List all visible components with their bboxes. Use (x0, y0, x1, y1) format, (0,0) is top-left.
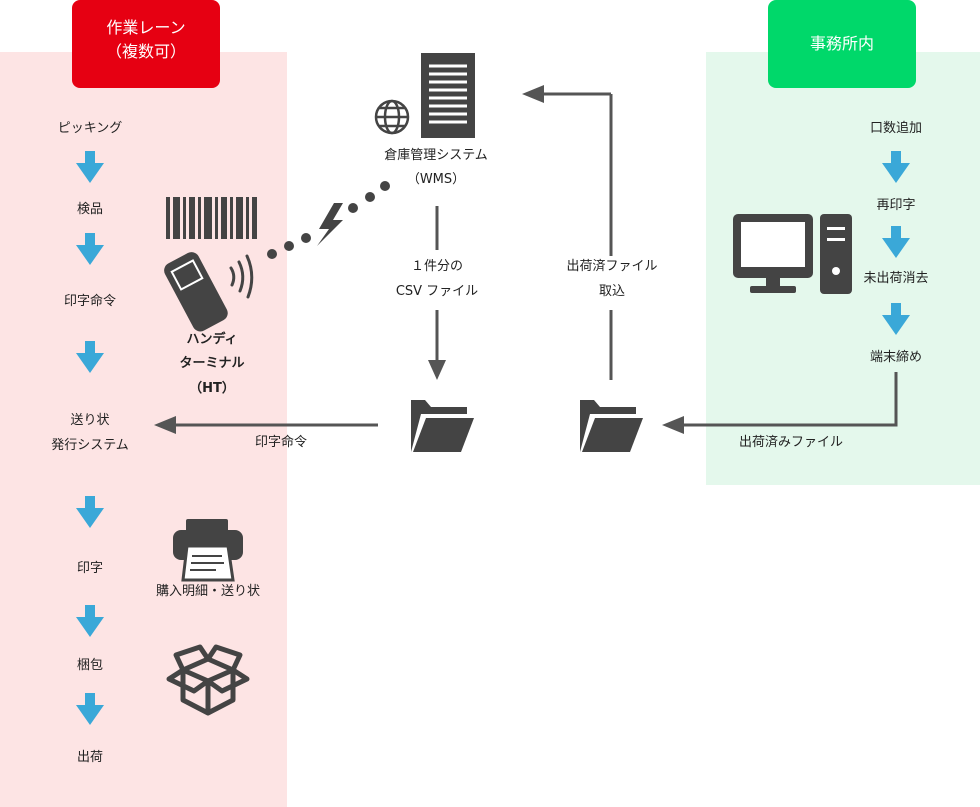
step-arrow (76, 605, 104, 637)
office-step-add-count: 口数追加 (869, 121, 922, 136)
work-lane-subtitle: （複数可） (105, 42, 186, 61)
step-issue-system: 発行システム (51, 438, 129, 453)
ht-label-line3: （HT） (189, 381, 235, 396)
lightning-icon (317, 203, 343, 246)
import-label-line2: 取込 (598, 284, 625, 299)
step-picking: ピッキング (57, 121, 123, 136)
step-arrow (76, 496, 104, 528)
printer-label: 購入明細・送り状 (155, 584, 260, 599)
csv-label-line2: CSV ファイル (395, 284, 479, 299)
barcode-icon (166, 197, 257, 239)
office-step-clear-unshipped: 未出荷消去 (863, 271, 929, 286)
office-step-reprint: 再印字 (876, 198, 916, 213)
print-command-label: 印字命令 (254, 435, 307, 450)
folder-icon (580, 400, 643, 452)
office-title: 事務所内 (809, 34, 874, 53)
ht-label-line2: ターミナル (179, 356, 245, 371)
box-icon (166, 644, 250, 716)
step-arrow (76, 341, 104, 373)
step-arrow (882, 226, 910, 258)
step-arrow (76, 693, 104, 725)
desktop-computer-icon (733, 214, 852, 294)
folder-icon (411, 400, 474, 452)
printer-icon (173, 519, 243, 582)
step-inspection: 検品 (76, 202, 103, 217)
step-shipping: 出荷 (76, 750, 103, 765)
import-label-line1: 出荷済ファイル (566, 259, 658, 274)
office-step-terminal-close: 端末締め (869, 350, 922, 365)
step-print: 印字 (76, 561, 103, 576)
handheld-terminal-icon (164, 252, 228, 332)
step-arrow (882, 151, 910, 183)
step-packing: 梱包 (76, 658, 103, 673)
ht-label-line1: ハンディ (186, 332, 238, 347)
office-badge: 事務所内 (768, 0, 916, 88)
server-icon (421, 53, 475, 138)
step-waybill: 送り状 (70, 413, 110, 428)
step-arrow (76, 151, 104, 183)
step-arrow (882, 303, 910, 335)
signal-icon (229, 254, 254, 299)
globe-icon (374, 99, 410, 135)
step-print-command: 印字命令 (63, 294, 116, 309)
wms-label-line2: （WMS） (406, 172, 466, 187)
step-arrow (76, 233, 104, 265)
work-lane-badge: 作業レーン （複数可） (72, 0, 220, 88)
shipped-file-label: 出荷済みファイル (738, 435, 843, 450)
wireless-link (267, 181, 390, 259)
wms-label-line1: 倉庫管理システム (384, 148, 488, 163)
work-lane-title: 作業レーン (106, 18, 186, 37)
csv-label-line1: １件分の (410, 259, 463, 274)
